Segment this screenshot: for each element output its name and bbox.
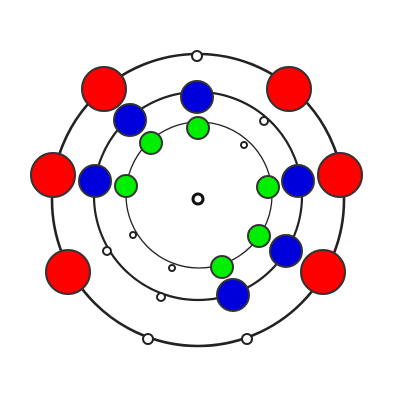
middle-ball xyxy=(180,80,214,114)
inner-ring-marker xyxy=(129,231,137,239)
middle-ball xyxy=(281,164,315,198)
inner-ring-marker xyxy=(168,264,176,272)
outer-ball xyxy=(266,66,312,112)
inner-ball xyxy=(210,255,234,279)
middle-ring-marker xyxy=(259,116,269,126)
outer-ball xyxy=(81,66,127,112)
inner-ball xyxy=(247,224,271,248)
middle-ball xyxy=(216,278,250,312)
outer-ball xyxy=(300,249,346,295)
inner-ring-marker xyxy=(240,141,248,149)
inner-ball xyxy=(114,174,138,198)
middle-ball xyxy=(113,103,147,137)
outer-ring-marker xyxy=(241,333,253,345)
inner-ball xyxy=(139,131,163,155)
outer-ball xyxy=(45,249,91,295)
outer-ring-marker xyxy=(191,50,203,62)
middle-ring-marker xyxy=(102,246,112,256)
center-dot xyxy=(191,192,205,206)
inner-ball xyxy=(256,175,280,199)
outer-ball xyxy=(30,152,76,198)
middle-ball xyxy=(78,164,112,198)
outer-ring-marker xyxy=(142,333,154,345)
middle-ball xyxy=(269,234,303,268)
inner-ball xyxy=(186,116,210,140)
outer-ball xyxy=(317,152,363,198)
middle-ring-marker xyxy=(156,292,166,302)
